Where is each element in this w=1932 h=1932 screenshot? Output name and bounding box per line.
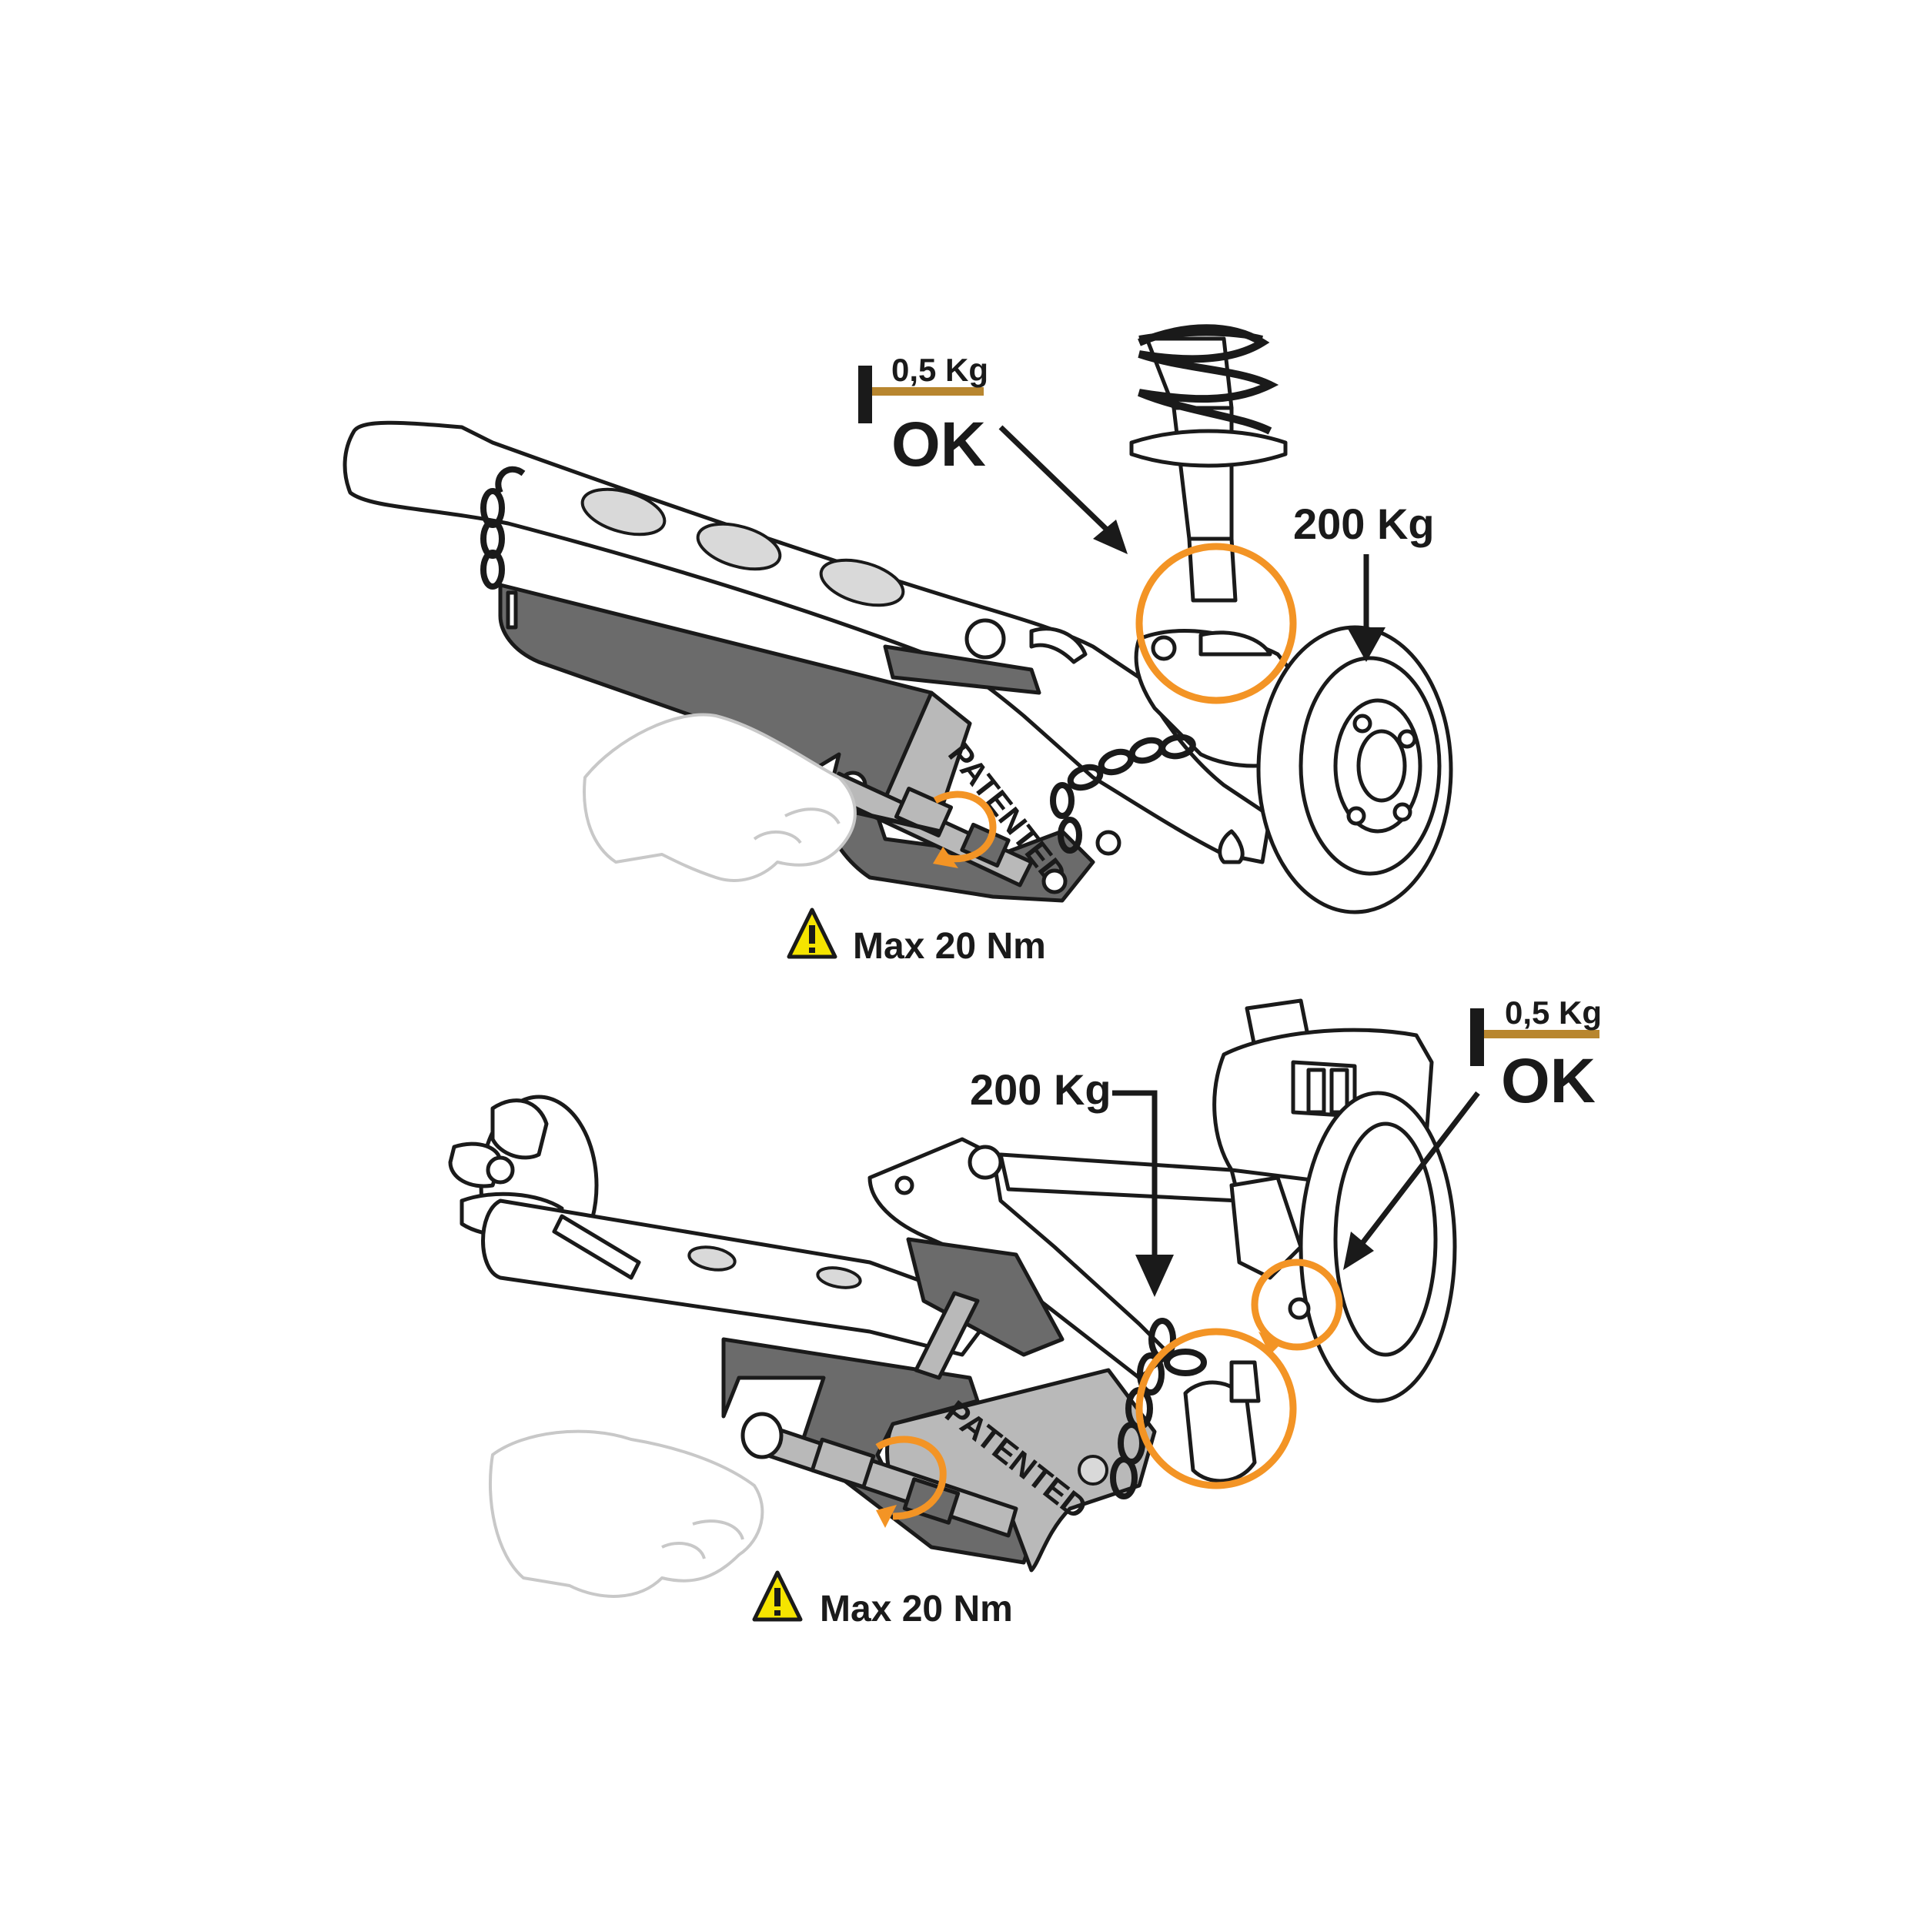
bottom-tool-pin (1078, 1455, 1108, 1486)
top-rotation-arrow-icon (933, 791, 997, 868)
top-arm-bushing (964, 618, 1006, 660)
top-spring-strut (1129, 324, 1288, 603)
bottom-highlight-circle-small (1251, 1258, 1343, 1351)
top-chains (480, 466, 1196, 854)
top-brake-disc (1256, 625, 1453, 914)
bottom-highlight-pointer (1258, 1332, 1282, 1355)
bottom-arm-bushing (968, 1145, 1003, 1180)
bottom-beam-hole-2 (816, 1266, 862, 1289)
bottom-beam-hole-1 (687, 1245, 737, 1272)
bottom-lower-bolt (1288, 1297, 1311, 1320)
bottom-load-label: 200 Kg (970, 1065, 1111, 1114)
top-ok-arrow-icon (998, 425, 1128, 554)
top-hand (583, 713, 857, 882)
top-arm-hole-1 (580, 487, 667, 536)
bottom-ok-arrow-icon (1343, 1091, 1480, 1270)
top-load-arrow-icon (1347, 554, 1385, 662)
bottom-hand (488, 1429, 764, 1598)
bottom-illustration: PATENTED (448, 994, 1602, 1629)
bottom-axle-beam (481, 1198, 988, 1357)
top-warning-triangle-icon (787, 908, 837, 959)
bottom-torque-label: Max 20 Nm (820, 1589, 1013, 1629)
top-control-arm (343, 420, 1272, 864)
top-hammer-icon (858, 366, 984, 423)
top-highlight-circle (1135, 543, 1297, 704)
top-load-label: 200 Kg (1293, 500, 1435, 548)
bottom-hammer-weight: 0,5 Kg (1505, 994, 1602, 1031)
bottom-chain (1110, 1318, 1207, 1499)
bottom-rotation-arrow-icon (875, 1436, 947, 1528)
top-hammer-weight: 0,5 Kg (891, 352, 988, 388)
top-illustration: PATENTED (343, 324, 1453, 967)
top-arm-hole-3 (819, 558, 905, 607)
bottom-highlight-circle-large (1135, 1328, 1297, 1489)
bottom-hammer-icon (1470, 1008, 1599, 1066)
top-tool-pin-2 (1041, 868, 1068, 894)
bottom-warning-triangle-icon (752, 1570, 803, 1622)
bottom-ok-label: OK (1501, 1046, 1596, 1116)
bottom-ball-joint (1183, 1360, 1261, 1483)
top-balljoint-bolt (1151, 635, 1177, 661)
bottom-load-arrow-icon (1112, 1090, 1174, 1297)
top-arm-hole-2 (696, 522, 782, 571)
top-tool-pin-3 (1095, 830, 1121, 856)
top-torque-label: Max 20 Nm (853, 926, 1046, 967)
top-ok-label: OK (891, 409, 986, 480)
bottom-arm-hole (894, 1175, 914, 1195)
